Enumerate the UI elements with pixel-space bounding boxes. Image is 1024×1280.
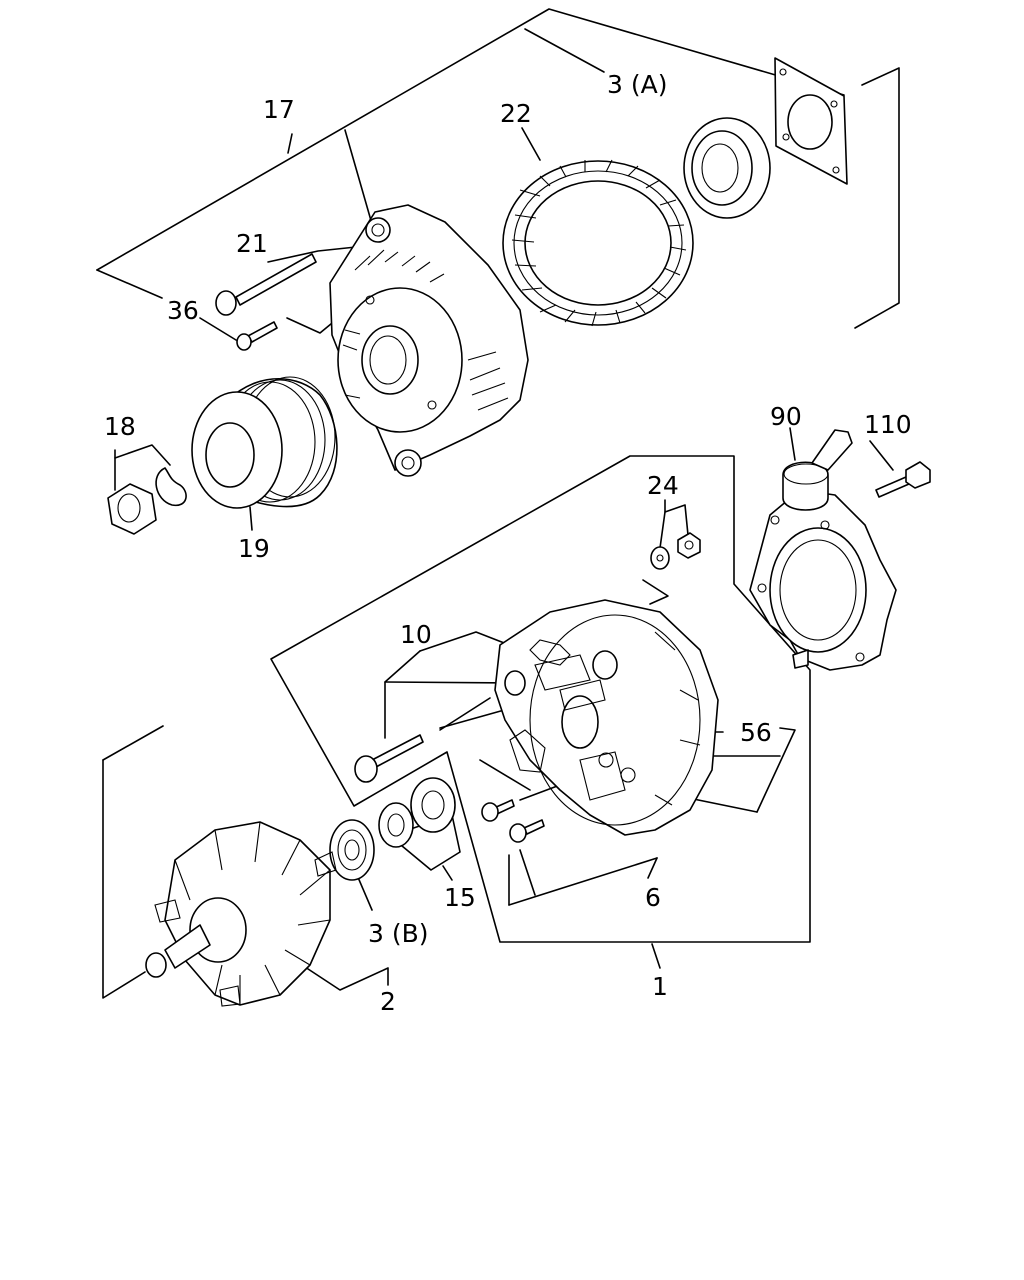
pump-bolt	[875, 461, 931, 498]
callout-24: 24	[647, 471, 679, 500]
rear-housing	[494, 599, 719, 836]
terminal-nut	[650, 532, 701, 570]
front-housing	[329, 204, 529, 477]
small-screws	[481, 799, 545, 843]
nut	[107, 467, 187, 535]
callout-labels: 17 22 3 (A) 21 36 18 19 90 110 24 10 56 …	[104, 70, 912, 1016]
callout-56: 56	[740, 718, 772, 747]
callout-110: 110	[864, 410, 912, 439]
pulley	[191, 376, 338, 509]
callout-2: 2	[380, 987, 396, 1016]
callout-6: 6	[645, 883, 661, 912]
long-bolt	[354, 734, 424, 783]
callout-22: 22	[500, 99, 532, 128]
callout-1: 1	[652, 972, 668, 1001]
vacuum-pump	[749, 429, 897, 671]
retainer-plate	[774, 57, 848, 185]
callout-36: 36	[167, 296, 199, 325]
callout-18: 18	[104, 412, 136, 441]
callout-10: 10	[400, 620, 432, 649]
callout-3a: 3 (A)	[607, 70, 667, 99]
callout-15: 15	[444, 883, 476, 912]
callout-3b: 3 (B)	[368, 919, 429, 948]
callout-17: 17	[263, 95, 295, 124]
screw	[236, 321, 278, 351]
rotor	[145, 821, 337, 1007]
callout-21: 21	[236, 229, 268, 258]
bearing-b	[329, 819, 375, 881]
bearing-a	[683, 117, 771, 219]
through-bolt	[215, 253, 317, 316]
spacers	[378, 777, 456, 848]
stator	[502, 159, 694, 327]
callout-90: 90	[770, 402, 802, 431]
callout-19: 19	[238, 534, 270, 563]
